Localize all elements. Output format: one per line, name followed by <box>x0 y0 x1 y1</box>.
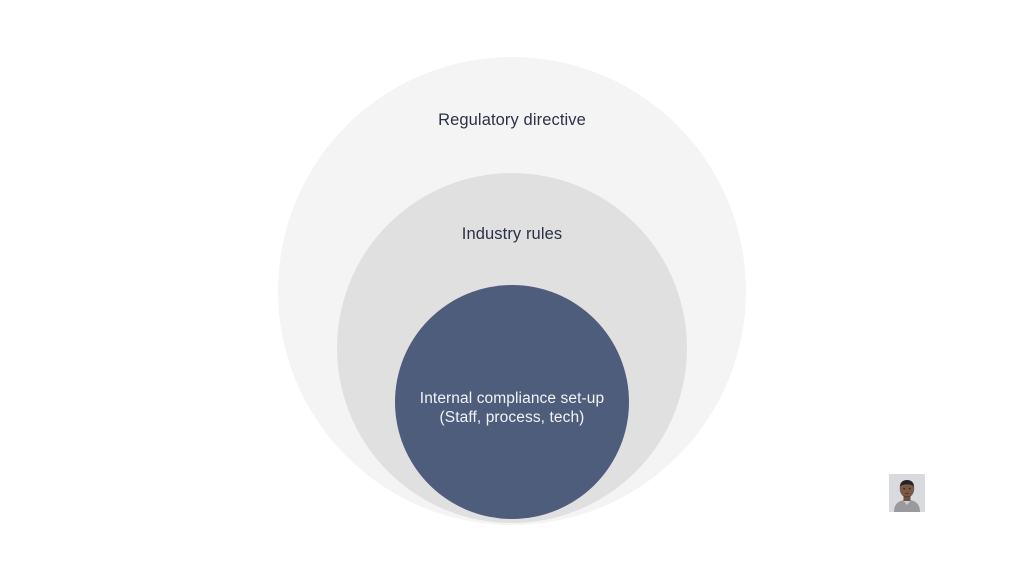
label-internal-compliance-line2: (Staff, process, tech) <box>439 408 585 426</box>
presenter-video-thumbnail[interactable] <box>889 474 925 512</box>
label-internal-compliance-setup: Internal compliance set-up (Staff, proce… <box>0 390 1024 427</box>
label-internal-compliance-line1: Internal compliance set-up <box>419 390 605 407</box>
presenter-avatar-icon <box>889 474 925 512</box>
label-regulatory-directive: Regulatory directive <box>438 111 586 129</box>
label-industry-rules: Industry rules <box>461 225 563 243</box>
circle-internal-compliance-setup <box>395 285 629 519</box>
